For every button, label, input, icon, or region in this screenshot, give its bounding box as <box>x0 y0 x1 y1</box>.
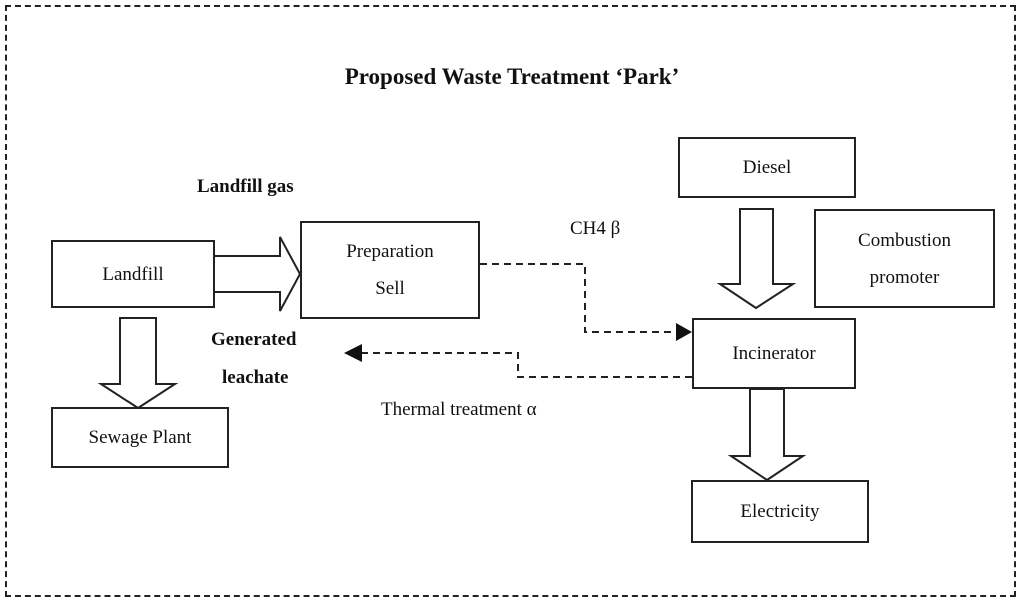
generated-leachate-label-line1: Generated <box>211 329 297 350</box>
combustion-label-line2: promoter <box>869 266 940 288</box>
diagram-title: Proposed Waste Treatment ‘Park’ <box>344 64 680 89</box>
sewage-plant-box: Sewage Plant <box>51 407 229 468</box>
preparation-label-line1: Preparation <box>346 241 434 262</box>
incinerator-to-electricity-arrow <box>727 388 807 482</box>
ch4-label: CH4 β <box>570 218 621 239</box>
preparation-label-line2: Sell <box>375 278 405 299</box>
diesel-box: Diesel <box>678 137 856 198</box>
electricity-box: Electricity <box>691 480 869 543</box>
thermal-arrowhead <box>344 344 362 362</box>
preparation-box: Preparation Sell <box>300 221 480 319</box>
landfill-box: Landfill <box>51 240 215 308</box>
sewage-plant-label: Sewage Plant <box>88 427 192 448</box>
diesel-label: Diesel <box>742 157 792 178</box>
electricity-label: Electricity <box>740 501 820 522</box>
thermal-treatment-label: Thermal treatment α <box>381 399 537 420</box>
landfill-to-sewage-arrow <box>97 317 179 410</box>
landfill-label: Landfill <box>102 263 164 285</box>
ch4-arrowhead <box>676 323 692 341</box>
landfill-gas-label: Landfill gas <box>197 176 294 197</box>
combustion-label-line1: Combustion <box>858 229 951 251</box>
diesel-to-incinerator-arrow <box>716 208 797 310</box>
thermal-dashed-connector <box>362 352 692 378</box>
ch4-dashed-connector <box>480 263 676 333</box>
diagram-frame <box>5 5 1016 597</box>
incinerator-label: Incinerator <box>732 343 816 364</box>
landfill-to-preparation-arrow <box>213 236 302 312</box>
generated-leachate-label-line2: leachate <box>222 367 289 388</box>
incinerator-box: Incinerator <box>692 318 856 389</box>
combustion-promoter-box: Combustion promoter <box>814 209 995 308</box>
